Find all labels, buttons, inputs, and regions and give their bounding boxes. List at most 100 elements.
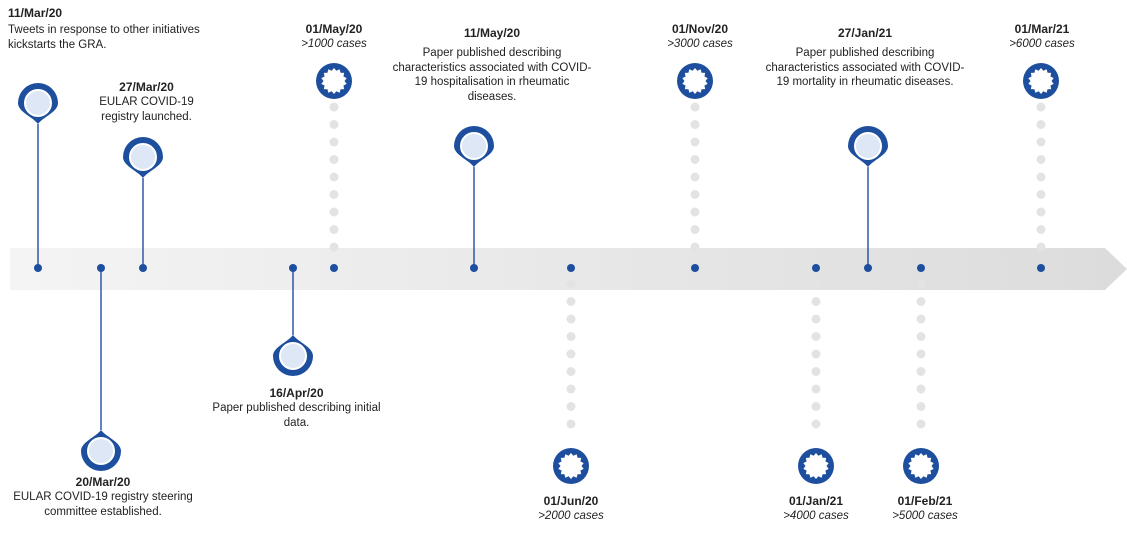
trail-dot <box>1036 190 1046 199</box>
badge-seal-icon <box>798 448 834 484</box>
event-label-e3: 27/Mar/20 EULAR COVID-19 registry launch… <box>79 80 214 124</box>
event-date: 27/Mar/20 <box>119 80 174 94</box>
trail-dot <box>329 120 339 129</box>
badge-seal-icon <box>316 63 352 99</box>
trail-dot <box>690 120 700 129</box>
pin-head <box>460 132 488 160</box>
trail-dot <box>916 332 926 341</box>
milestone-date: 01/Jun/20 <box>543 494 599 508</box>
map-pin-icon <box>848 126 888 167</box>
pin-head <box>87 437 115 465</box>
trail-dot <box>566 297 576 306</box>
milestone-label-m6: 01/Mar/21 >6000 cases <box>987 22 1097 52</box>
trail-dot <box>690 102 700 112</box>
timeline-point <box>470 264 478 272</box>
milestone-date: 01/Feb/21 <box>897 494 953 508</box>
event-date: 20/Mar/20 <box>75 475 131 489</box>
trail-dot <box>916 419 926 429</box>
pin-head <box>129 143 157 171</box>
map-pin-icon <box>81 430 121 471</box>
event-label-e1: 11/Mar/20 Tweets in response to other in… <box>8 6 208 52</box>
milestone-date: 01/May/20 <box>305 22 363 36</box>
badge-seal-icon <box>553 448 589 484</box>
pin-head <box>24 89 52 117</box>
trail-dot <box>566 332 576 341</box>
event-label-e2: 20/Mar/20 EULAR COVID-19 registry steeri… <box>8 475 198 519</box>
trail-dot <box>916 279 926 289</box>
badge-seal-icon <box>1023 63 1059 99</box>
timeline-point <box>34 264 42 272</box>
trail-dot <box>916 349 926 359</box>
trail-dot <box>1036 225 1046 234</box>
seal-star <box>682 68 708 94</box>
trail-dot <box>811 402 821 411</box>
trail-dot <box>690 225 700 234</box>
trail-dot <box>329 207 339 217</box>
trail-dot <box>1036 172 1046 182</box>
event-description: Paper published describing initial data. <box>212 402 381 429</box>
milestone-label-m4: 01/Jan/21 >4000 cases <box>761 494 871 524</box>
seal-star <box>321 68 347 94</box>
trail-dot <box>916 297 926 306</box>
timeline-point <box>864 264 872 272</box>
pin-head <box>279 342 307 370</box>
pin-head <box>854 132 882 160</box>
trail-dot <box>916 367 926 376</box>
trail-dot <box>916 314 926 324</box>
trail-dot <box>811 332 821 341</box>
trail-dot <box>811 384 821 394</box>
seal-star <box>1028 68 1054 94</box>
trail-dot <box>1036 137 1046 147</box>
trail-dot <box>566 419 576 429</box>
event-description: EULAR COVID-19 registry steering committ… <box>13 491 193 518</box>
seal-star <box>908 453 934 479</box>
trail-dot <box>329 137 339 147</box>
milestone-cases: >2000 cases <box>538 510 604 522</box>
event-label-e5: 11/May/20 Paper published describing cha… <box>392 26 592 104</box>
milestone-label-m1: 01/May/20 >1000 cases <box>279 22 389 52</box>
trail-dot <box>1036 155 1046 164</box>
event-date: 11/May/20 <box>463 26 521 40</box>
trail-dot <box>916 402 926 411</box>
milestone-label-m5: 01/Feb/21 >5000 cases <box>870 494 980 524</box>
trail-dot <box>811 419 821 429</box>
trail-dot <box>690 155 700 164</box>
milestone-cases: >6000 cases <box>1009 38 1075 50</box>
timeline-point <box>330 264 338 272</box>
trail-dot <box>566 384 576 394</box>
timeline-point <box>97 264 105 272</box>
trail-dot <box>811 367 821 376</box>
trail-dot <box>690 207 700 217</box>
timeline-point <box>812 264 820 272</box>
trail-dot <box>811 314 821 324</box>
timeline-point <box>567 264 575 272</box>
trail-dot <box>690 242 700 252</box>
event-date: 27/Jan/21 <box>837 26 893 40</box>
badge-seal-icon <box>677 63 713 99</box>
timeline-point <box>139 264 147 272</box>
trail-dot <box>811 279 821 289</box>
event-label-e6: 27/Jan/21 Paper published describing cha… <box>765 26 965 90</box>
trail-dot <box>566 367 576 376</box>
trail-dot <box>1036 120 1046 129</box>
timeline-point <box>691 264 699 272</box>
event-description: Paper published describing characteristi… <box>765 47 965 88</box>
milestone-cases: >3000 cases <box>667 38 733 50</box>
trail-dot <box>916 384 926 394</box>
milestone-date: 01/Mar/21 <box>1014 22 1070 36</box>
event-description: Tweets in response to other initiatives … <box>8 24 200 51</box>
map-pin-icon <box>273 335 313 376</box>
trail-dot <box>1036 242 1046 252</box>
map-pin-icon <box>18 83 58 124</box>
trail-dot <box>329 172 339 182</box>
milestone-label-m3: 01/Nov/20 >3000 cases <box>645 22 755 52</box>
event-date: 16/Apr/20 <box>269 386 324 400</box>
milestone-cases: >1000 cases <box>301 38 367 50</box>
event-description: Paper published describing characteristi… <box>392 47 592 103</box>
seal-star <box>803 453 829 479</box>
trail-dot <box>1036 207 1046 217</box>
trail-dot <box>690 137 700 147</box>
trail-dot <box>566 349 576 359</box>
trail-dot <box>690 190 700 199</box>
